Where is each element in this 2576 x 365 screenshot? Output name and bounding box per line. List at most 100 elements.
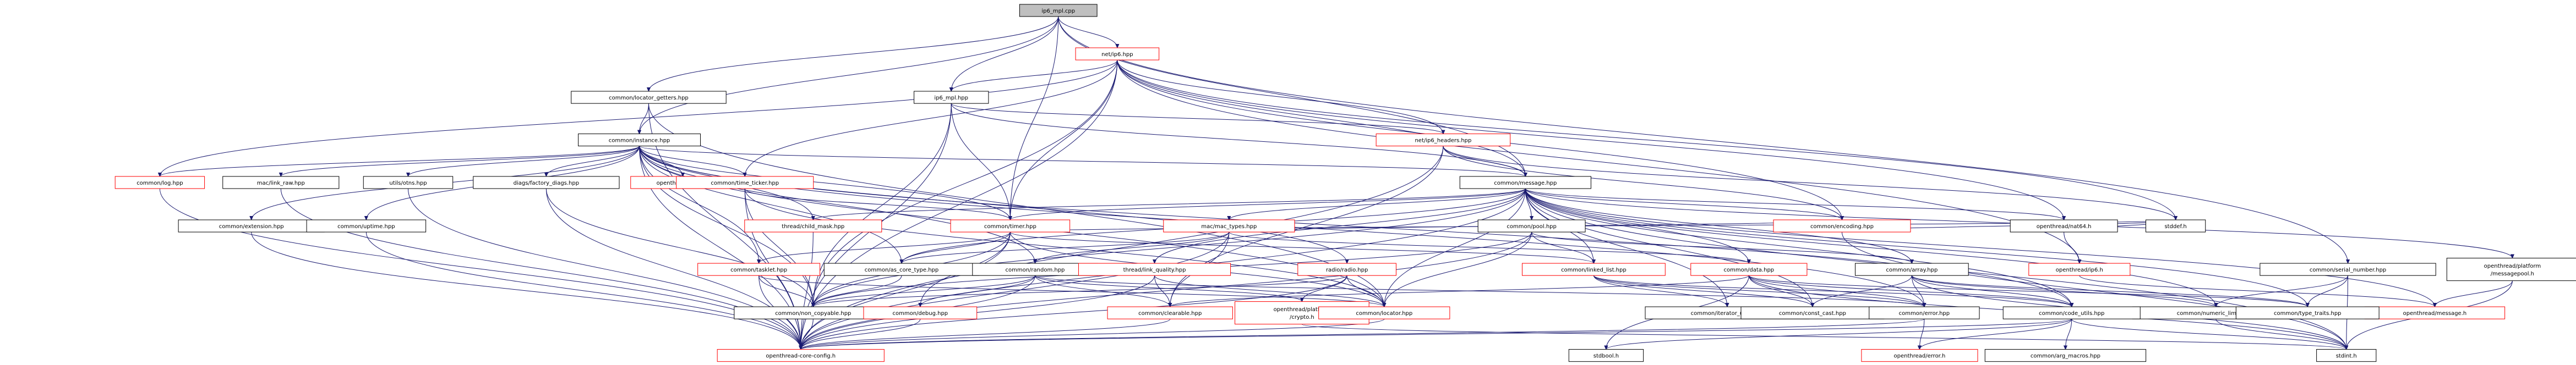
dependency-edge bbox=[902, 231, 1230, 263]
dependency-edge bbox=[745, 60, 1118, 176]
graph-node-common-tasklet-hpp[interactable]: common/tasklet.hpp bbox=[697, 263, 821, 276]
graph-node-net-ip6-headers-hpp[interactable]: net/ip6_headers.hpp bbox=[1376, 133, 1511, 147]
dependency-edge bbox=[1911, 275, 1924, 307]
node-label: common/log.hpp bbox=[137, 180, 183, 186]
dependency-edge bbox=[546, 146, 640, 176]
graph-node-radio-radio-hpp[interactable]: radio/radio.hpp bbox=[1297, 263, 1396, 276]
graph-node-ip6-mpl-hpp[interactable]: ip6_mpl.hpp bbox=[914, 91, 989, 104]
dependency-edge bbox=[813, 275, 1347, 307]
graph-node-common-const-cast-hpp[interactable]: common/const_cast.hpp bbox=[1740, 306, 1885, 319]
dependency-edge bbox=[801, 275, 1347, 349]
graph-node-common-locator-getters-hpp[interactable]: common/locator_getters.hpp bbox=[571, 91, 727, 104]
node-box bbox=[578, 133, 701, 147]
node-box bbox=[1521, 263, 1666, 276]
dependency-edge bbox=[801, 319, 921, 349]
dependency-edge bbox=[1606, 318, 2072, 349]
graph-node-thread-child-mask-hpp[interactable]: thread/child_mask.hpp bbox=[744, 219, 882, 233]
dependency-edge bbox=[1525, 189, 2307, 307]
node-box bbox=[863, 306, 978, 319]
graph-node-utils-otns-hpp[interactable]: utils/otns.hpp bbox=[363, 176, 454, 189]
graph-node-common-serial-number-hpp[interactable]: common/serial_number.hpp bbox=[2260, 263, 2436, 276]
graph-node-openthread-core-config-h[interactable]: openthread-core-config.h bbox=[717, 349, 885, 362]
graph-node-diags-factory-diags-hpp[interactable]: diags/factory_diags.hpp bbox=[473, 176, 620, 189]
node-box bbox=[2260, 263, 2436, 276]
node-label: common/numeric_limits.hpp bbox=[2177, 311, 2255, 317]
dependency-edge bbox=[1813, 275, 1912, 307]
graph-node-common-encoding-hpp[interactable]: common/encoding.hpp bbox=[1773, 219, 1911, 233]
dependency-edge bbox=[1301, 324, 2346, 350]
graph-node-common-linked-list-hpp[interactable]: common/linked_list.hpp bbox=[1521, 263, 1666, 276]
graph-node-mac-mac-types-hpp[interactable]: mac/mac_types.hpp bbox=[1163, 219, 1295, 233]
graph-node-thread-link-quality-hpp[interactable]: thread/link_quality.hpp bbox=[1078, 263, 1231, 276]
node-box bbox=[1861, 349, 1978, 362]
graph-node-common-as-core-type-hpp[interactable]: common/as_core_type.hpp bbox=[823, 263, 980, 276]
graph-node-common-data-hpp[interactable]: common/data.hpp bbox=[1690, 263, 1808, 276]
graph-node-openthread-error-h[interactable]: openthread/error.h bbox=[1861, 349, 1978, 362]
dependency-edge bbox=[545, 189, 813, 307]
dependency-edge bbox=[1010, 188, 1526, 220]
node-label: common/instance.hpp bbox=[609, 138, 670, 144]
dependency-edge bbox=[744, 188, 1010, 220]
node-box bbox=[1297, 263, 1396, 276]
node-layer: ip6_mpl.cppnet/ip6.hppcommon/locator_get… bbox=[114, 4, 2576, 362]
graph-node-common-instance-hpp[interactable]: common/instance.hpp bbox=[578, 133, 701, 147]
graph-node-openthread-ip6-h[interactable]: openthread/ip6.h bbox=[2028, 263, 2131, 276]
node-box bbox=[697, 263, 821, 276]
node-box bbox=[914, 91, 989, 104]
dependency-edge bbox=[1531, 232, 1594, 263]
dependency-edge bbox=[1154, 275, 1170, 307]
node-label: common/uptime.hpp bbox=[337, 224, 395, 230]
dependency-edge bbox=[639, 146, 745, 176]
dependency-edge bbox=[801, 318, 1385, 349]
graph-node-common-log-hpp[interactable]: common/log.hpp bbox=[114, 176, 205, 189]
node-label: openthread-core-config.h bbox=[766, 353, 836, 360]
dependency-edge bbox=[1035, 231, 1230, 263]
graph-node-common-error-hpp[interactable]: common/error.hpp bbox=[1869, 306, 1980, 319]
dependency-edge bbox=[1525, 189, 1727, 307]
dependency-edge bbox=[1154, 275, 1384, 307]
dependency-edge bbox=[951, 103, 1010, 220]
graph-node-net-ip6-hpp[interactable]: net/ip6.hpp bbox=[1075, 47, 1160, 60]
graph-node-common-array-hpp[interactable]: common/array.hpp bbox=[1855, 263, 1969, 276]
graph-node-common-uptime-hpp[interactable]: common/uptime.hpp bbox=[306, 219, 427, 233]
node-label: openthread/message.h bbox=[2403, 311, 2467, 317]
dependency-edge bbox=[801, 232, 1230, 349]
dependency-edge bbox=[1155, 189, 1526, 263]
graph-node-common-clearable-hpp[interactable]: common/clearable.hpp bbox=[1107, 306, 1233, 319]
graph-node-stdint-h[interactable]: stdint.h bbox=[2316, 349, 2377, 362]
dependency-edge bbox=[1058, 16, 1117, 48]
node-box bbox=[306, 219, 427, 233]
node-label: openthread/nat64.h bbox=[2037, 224, 2092, 230]
graph-node-common-pool-hpp[interactable]: common/pool.hpp bbox=[1477, 219, 1586, 233]
graph-node-common-locator-hpp[interactable]: common/locator.hpp bbox=[1318, 306, 1450, 319]
node-box bbox=[571, 91, 727, 104]
dependency-edge bbox=[801, 319, 814, 349]
node-box bbox=[676, 176, 814, 189]
graph-node-stdbool-h[interactable]: stdbool.h bbox=[1568, 349, 1644, 362]
graph-node-common-message-hpp[interactable]: common/message.hpp bbox=[1459, 176, 1591, 189]
dependency-edge bbox=[545, 189, 800, 349]
node-label: common/code_utils.hpp bbox=[2039, 311, 2104, 317]
graph-node-openthread-message-h[interactable]: openthread/message.h bbox=[2364, 306, 2506, 319]
node-label: ip6_mpl.hpp bbox=[934, 95, 968, 101]
graph-node-common-type-traits-hpp[interactable]: common/type_traits.hpp bbox=[2235, 306, 2379, 319]
node-box bbox=[222, 176, 340, 189]
graph-node-mac-link-raw-hpp[interactable]: mac/link_raw.hpp bbox=[222, 176, 340, 189]
node-label: common/type_traits.hpp bbox=[2274, 311, 2342, 317]
graph-node-common-timer-hpp[interactable]: common/timer.hpp bbox=[950, 219, 1071, 233]
graph-node-common-code-utils-hpp[interactable]: common/code_utils.hpp bbox=[2002, 306, 2141, 319]
node-label: common/non_copyable.hpp bbox=[775, 311, 851, 317]
graph-node-common-time-ticker-hpp[interactable]: common/time_ticker.hpp bbox=[676, 176, 814, 189]
node-box bbox=[2316, 349, 2377, 362]
node-box bbox=[363, 176, 454, 189]
node-box bbox=[1855, 263, 1969, 276]
dependency-edge bbox=[2215, 319, 2346, 349]
graph-node-openthread-platform-messagepool-h[interactable]: openthread/platform/messagepool.h bbox=[2446, 258, 2576, 281]
graph-node-common-debug-hpp[interactable]: common/debug.hpp bbox=[863, 306, 978, 319]
graph-node-common-extension-hpp[interactable]: common/extension.hpp bbox=[178, 219, 325, 233]
graph-node-openthread-nat64-h[interactable]: openthread/nat64.h bbox=[2010, 219, 2118, 233]
graph-node-common-arg-macros-hpp[interactable]: common/arg_macros.hpp bbox=[1984, 349, 2147, 362]
graph-node-stddef-h[interactable]: stddef.h bbox=[2145, 219, 2206, 233]
dependency-edge bbox=[1117, 60, 1443, 134]
node-label: /messagepool.h bbox=[2491, 271, 2534, 277]
